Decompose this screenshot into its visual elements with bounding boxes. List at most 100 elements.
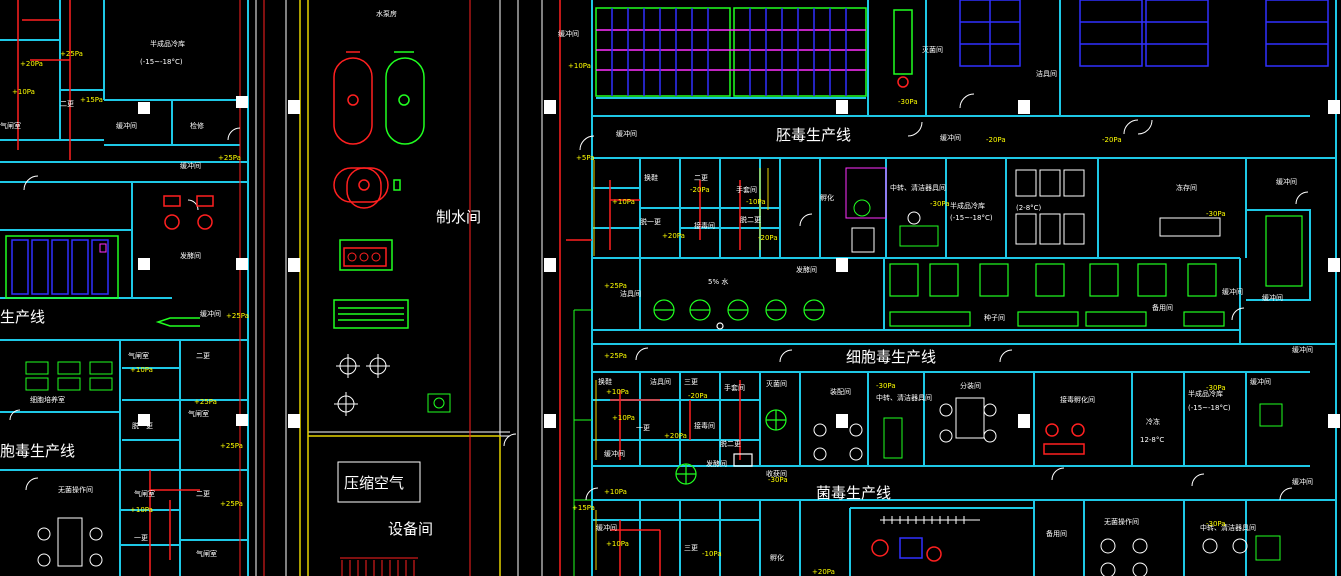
pa-r12: -30Pa xyxy=(1206,210,1226,218)
label-shougong-r: 手套间 xyxy=(736,185,757,194)
label-miejun-r: 灭菌间 xyxy=(922,45,943,54)
label-fuhuo-r2: 孵化 xyxy=(770,553,784,562)
label-lengdong-temp: 12-8°C xyxy=(1140,436,1164,444)
pa-r23: +15Pa xyxy=(572,504,595,512)
label-tuoyigeng-r: 脱一更 xyxy=(640,217,661,226)
label-lengku-temp-r2: (-15~-18°C) xyxy=(1188,404,1231,412)
label-tuoergeng-r2: 脱二更 xyxy=(720,439,741,448)
label-huanchong-l3: 缓冲间 xyxy=(200,309,221,318)
label-fenzhuang-r: 分装间 xyxy=(960,381,981,390)
hatch-area xyxy=(340,557,418,576)
pa-l5: +25Pa xyxy=(218,154,241,162)
label-huanchong-l: 缓冲间 xyxy=(116,121,137,130)
pa-r16: -20Pa xyxy=(688,392,708,400)
label-fajiao-l: 发酵间 xyxy=(180,251,201,260)
right-columns xyxy=(836,100,1340,428)
label-fajiao-r2: 发酵间 xyxy=(706,459,727,468)
label-huanchong-r6: 缓冲间 xyxy=(1262,293,1283,302)
label-lengcang-r: (2-8°C) xyxy=(1016,204,1042,212)
label-huanchong-r7: 缓冲间 xyxy=(1250,377,1271,386)
pa-r26: -30Pa xyxy=(1206,520,1226,528)
red-equipment-right xyxy=(871,423,1085,562)
valve-symbols xyxy=(334,354,451,416)
pa-l10: +10Pa xyxy=(130,506,153,514)
pa-l3: +10Pa xyxy=(12,88,35,96)
fermenter-rack xyxy=(5,235,119,299)
label-yasuokongqi: 压缩空气 xyxy=(344,474,404,492)
left-incubators xyxy=(25,361,113,391)
label-jiedong-r2: 接毒间 xyxy=(694,421,715,430)
pa-r10: -20Pa xyxy=(758,234,778,242)
label-zhongzi-r: 种子间 xyxy=(984,313,1005,322)
label-ergeng-l3: 二更 xyxy=(196,490,210,498)
pa-l4: +15Pa xyxy=(80,96,103,104)
label-shuibeng: 水泵房 xyxy=(376,9,397,18)
label-left-line2: 胞毒生产线 xyxy=(0,442,75,460)
label-fuhuo-r: 孵化 xyxy=(820,193,834,202)
pa-r13: +25Pa xyxy=(604,282,627,290)
water-tanks xyxy=(333,51,382,209)
label-wudu-r: 无菌操作间 xyxy=(1104,517,1139,526)
pa-l9: +25Pa xyxy=(220,442,243,450)
pa-r11: -30Pa xyxy=(930,200,950,208)
label-huanchong-r11: 缓冲间 xyxy=(1292,477,1313,486)
label-dongjie-r: 冻存间 xyxy=(1176,183,1197,192)
label-jiejie-r3: 洁具间 xyxy=(650,377,671,386)
pa-l11: +25Pa xyxy=(220,500,243,508)
fermenter-circles xyxy=(653,299,825,330)
pa-r6: +10Pa xyxy=(612,198,635,206)
label-qihuo-l5: 气闸室 xyxy=(196,549,217,558)
left-doors xyxy=(9,127,241,491)
pa-l8: +25Pa xyxy=(194,398,217,406)
left-column-markers xyxy=(138,96,248,426)
label-lengku-temp-r: (-15~-18°C) xyxy=(950,214,993,222)
water-tank-green xyxy=(333,51,425,203)
pa-l7: +10Pa xyxy=(130,366,153,374)
label-jiedong-r: 接毒间 xyxy=(694,221,715,230)
pa-r7: -20Pa xyxy=(690,186,710,194)
pa-r9: +20Pa xyxy=(662,232,685,240)
label-qihuo-l2: 气闸室 xyxy=(128,351,149,360)
pa-r24: +10Pa xyxy=(606,540,629,548)
label-ergeng-l2: 二更 xyxy=(196,352,210,360)
pa-r27: +20Pa xyxy=(812,568,835,576)
label-yigeng-l: 一更 xyxy=(134,534,148,542)
pa-l1: +25Pa xyxy=(60,50,83,58)
label-huanchong-r2: 缓冲间 xyxy=(616,129,637,138)
air-compressor-box xyxy=(337,461,421,503)
label-huanchong-r8: 缓冲间 xyxy=(604,449,625,458)
center-columns xyxy=(288,100,556,428)
label-huanchong-r3: 缓冲间 xyxy=(940,133,961,142)
label-huanchong-r1: 缓冲间 xyxy=(558,29,579,38)
center-yellow-lines xyxy=(299,0,501,576)
white-equipment xyxy=(813,167,1283,576)
label-beiyong-r2: 备用间 xyxy=(1046,529,1067,538)
label-sangeng-r: 三更 xyxy=(684,378,698,386)
label-ergeng-l: 二更 xyxy=(60,100,74,108)
pa-l6: +25Pa xyxy=(226,312,249,320)
label-huanchong-l2: 缓冲间 xyxy=(180,161,201,170)
pa-r3: +5Pa xyxy=(576,154,595,162)
label-huanxie-r: 换鞋 xyxy=(644,173,658,182)
label-qihuo-l: 气闸室 xyxy=(0,121,21,130)
label-qihuo-l3: 气闸室 xyxy=(188,409,209,418)
green-equipment-right xyxy=(675,409,787,485)
pa-r25: -10Pa xyxy=(702,550,722,558)
filter-unit xyxy=(333,299,409,329)
door-center xyxy=(503,433,517,447)
green-cabinet-row xyxy=(889,215,1303,327)
label-lengku-r: 半成品冷库 xyxy=(950,201,985,210)
pa-l2: +20Pa xyxy=(20,60,43,68)
label-sangeng-r2: 三更 xyxy=(684,544,698,552)
label-xibaodu-line: 细胞毒生产线 xyxy=(846,348,936,366)
label-wudu-l: 无菌操作间 xyxy=(58,485,93,494)
top-cabinets xyxy=(595,0,1329,97)
label-huanchong-r10: 缓冲间 xyxy=(1292,345,1313,354)
label-shougong-r2: 手套间 xyxy=(724,383,745,392)
pa-r20: -30Pa xyxy=(1206,384,1226,392)
label-miejun-r2: 灭菌间 xyxy=(766,379,787,388)
pa-r2: -30Pa xyxy=(898,98,918,106)
label-lengku-r2: 半成品冷库 xyxy=(1188,389,1223,398)
pa-r4: -20Pa xyxy=(986,136,1006,144)
